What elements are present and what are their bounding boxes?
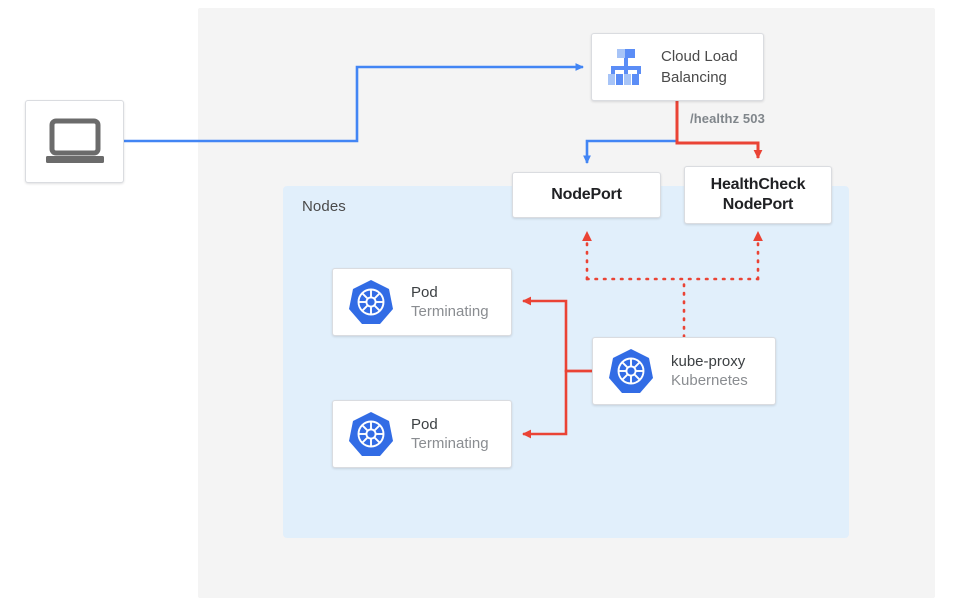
pod-terminating-2-title: Pod bbox=[411, 415, 438, 433]
nodes-region-label: Nodes bbox=[302, 198, 346, 215]
cloud-load-balancing-title-line1: Cloud Load bbox=[661, 48, 738, 65]
laptop-icon bbox=[45, 118, 104, 163]
pod-terminating-2: Pod Terminating bbox=[332, 400, 512, 468]
healthcheck-nodeport-title-line1: HealthCheck bbox=[710, 176, 806, 193]
healthcheck-nodeport-label: HealthCheck NodePort bbox=[711, 175, 806, 215]
kubernetes-icon bbox=[349, 280, 393, 324]
client-device bbox=[25, 100, 124, 183]
pod-terminating-1: Pod Terminating bbox=[332, 268, 512, 336]
healthcheck-nodeport-title-line2: NodePort bbox=[722, 196, 794, 213]
pod-terminating-1-text: Pod Terminating bbox=[411, 283, 489, 322]
kube-proxy-title: kube-proxy bbox=[671, 352, 746, 370]
cloud-load-balancing-icon bbox=[608, 49, 641, 85]
healthcheck-nodeport: HealthCheck NodePort bbox=[684, 166, 832, 224]
kube-proxy-subtitle: Kubernetes bbox=[671, 371, 748, 389]
cloud-load-balancing-label: Cloud Load Balancing bbox=[661, 46, 738, 88]
cloud-load-balancing-title-line2: Balancing bbox=[661, 69, 727, 86]
cloud-load-balancing: Cloud Load Balancing bbox=[591, 33, 764, 101]
nodeport: NodePort bbox=[512, 172, 661, 218]
healthz-edge-label: /healthz 503 bbox=[690, 111, 765, 126]
nodeport-label: NodePort bbox=[551, 186, 622, 203]
pod-terminating-2-status: Terminating bbox=[411, 434, 489, 452]
kubernetes-icon bbox=[349, 412, 393, 456]
kubernetes-icon bbox=[609, 349, 653, 393]
pod-terminating-1-title: Pod bbox=[411, 283, 438, 301]
pod-terminating-1-status: Terminating bbox=[411, 302, 489, 320]
pod-terminating-2-text: Pod Terminating bbox=[411, 415, 489, 454]
kube-proxy-text: kube-proxy Kubernetes bbox=[671, 352, 748, 391]
kube-proxy: kube-proxy Kubernetes bbox=[592, 337, 776, 405]
